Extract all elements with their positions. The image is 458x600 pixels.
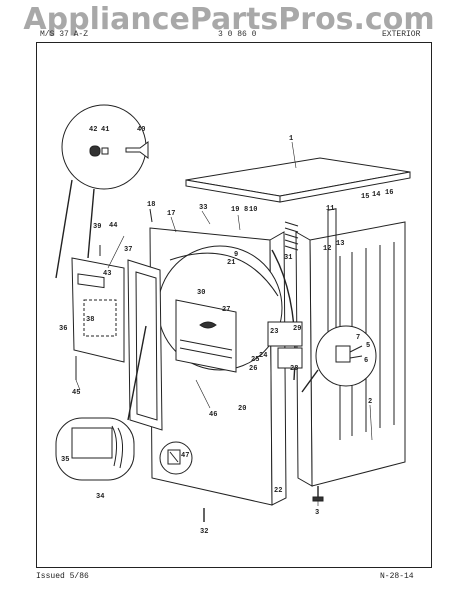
site-watermark: AppliancePartsPros.com bbox=[23, 2, 435, 37]
callout-38: 38 bbox=[86, 316, 94, 324]
callout-35: 35 bbox=[61, 456, 69, 464]
callout-2: 2 bbox=[368, 398, 372, 406]
callout-24: 24 bbox=[259, 352, 267, 360]
callout-3: 3 bbox=[315, 509, 319, 517]
callout-34: 34 bbox=[96, 493, 104, 501]
callout-10: 10 bbox=[249, 206, 257, 214]
callout-21: 21 bbox=[227, 259, 235, 267]
header-section: EXTERIOR bbox=[382, 30, 421, 39]
callout-5: 5 bbox=[366, 342, 370, 350]
door-switch-inset bbox=[159, 441, 193, 475]
callout-45: 45 bbox=[72, 389, 80, 397]
terminal-block-inset bbox=[301, 325, 377, 393]
callout-6: 6 bbox=[364, 357, 368, 365]
callout-22: 22 bbox=[274, 487, 282, 495]
callout-25: 25 bbox=[251, 356, 259, 364]
callout-8: 8 bbox=[244, 206, 248, 214]
leader-lines bbox=[75, 141, 373, 506]
callout-42: 42 bbox=[89, 126, 97, 134]
header-model: M/S 37 A-Z bbox=[40, 30, 89, 39]
callout-44: 44 bbox=[109, 222, 117, 230]
callout-13: 13 bbox=[336, 240, 344, 248]
page-number: N-28-14 bbox=[380, 572, 414, 581]
callout-17: 17 bbox=[167, 210, 175, 218]
callout-47: 47 bbox=[181, 452, 189, 460]
callout-1: 1 bbox=[289, 135, 293, 143]
callout-18: 18 bbox=[147, 201, 155, 209]
callout-31: 31 bbox=[284, 254, 292, 262]
callout-23: 23 bbox=[270, 328, 278, 336]
callout-16: 16 bbox=[385, 189, 393, 197]
callout-26: 26 bbox=[249, 365, 257, 373]
callout-20: 20 bbox=[238, 405, 246, 413]
knob-inset bbox=[55, 104, 149, 279]
callout-46: 46 bbox=[209, 411, 217, 419]
callout-11: 11 bbox=[326, 205, 334, 213]
callout-43: 43 bbox=[103, 270, 111, 278]
loading-door bbox=[127, 259, 163, 431]
rear-vents bbox=[284, 221, 299, 251]
blower-assembly bbox=[267, 321, 303, 369]
callout-32: 32 bbox=[200, 528, 208, 536]
callout-12: 12 bbox=[323, 245, 331, 253]
control-console bbox=[71, 257, 125, 363]
callout-27: 27 bbox=[222, 306, 230, 314]
callout-33: 33 bbox=[199, 204, 207, 212]
drum-opening bbox=[175, 299, 237, 373]
callout-39: 39 bbox=[93, 223, 101, 231]
callout-36: 36 bbox=[59, 325, 67, 333]
diagram-frame bbox=[36, 42, 432, 568]
callout-37: 37 bbox=[124, 246, 132, 254]
issued-date: Issued 5/86 bbox=[36, 572, 89, 581]
callout-40: 40 bbox=[137, 126, 145, 134]
callout-29: 29 bbox=[293, 325, 301, 333]
callout-19: 19 bbox=[231, 206, 239, 214]
callout-15: 15 bbox=[361, 193, 369, 201]
callout-14: 14 bbox=[372, 191, 380, 199]
callout-28: 28 bbox=[290, 365, 298, 373]
callout-9: 9 bbox=[234, 251, 238, 259]
latch-inset bbox=[55, 325, 147, 481]
callout-41: 41 bbox=[101, 126, 109, 134]
top-panel bbox=[185, 157, 411, 203]
callout-7: 7 bbox=[356, 334, 360, 342]
header-code: 3 0 86 0 bbox=[218, 30, 257, 39]
callout-30: 30 bbox=[197, 289, 205, 297]
